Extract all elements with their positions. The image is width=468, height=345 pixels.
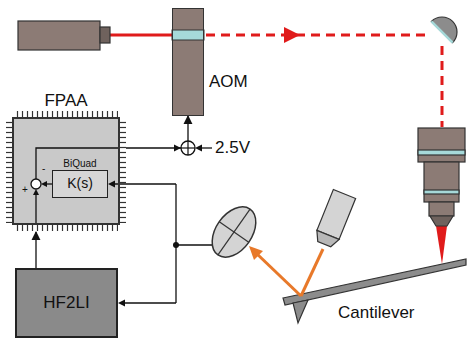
voltage-label: 2.5V [215,139,250,158]
part-name: Cantilever [338,304,415,323]
cantilever [283,259,466,323]
lock-in-amplifier: HF2LI [15,268,118,338]
node-text: FPAA [0,92,138,111]
node-text: HF2LI [43,294,89,313]
photodiode [203,199,265,266]
aom-box: AOM [172,8,204,116]
objective-lens [418,128,465,264]
summing-junction [31,179,41,189]
signal-wire [126,116,188,148]
detection-laser [313,190,355,249]
fpaa-chip: FPAABiQuadK(s) [12,117,120,225]
biquad-block: BiQuadK(s) [52,170,108,198]
aom-body [172,8,204,116]
detection-beam [256,249,323,296]
node-text: BiQuad [33,158,127,169]
sign-label: - [42,163,45,174]
summing-junction [181,141,195,155]
beam-arrowhead [249,246,263,260]
laser-beam [206,27,442,127]
node-text: K(s) [67,176,93,191]
chip-body [6,111,126,231]
sign-label: + [22,184,28,195]
node-text: AOM [209,73,248,92]
mirror [431,11,463,43]
signal-wire [35,232,36,268]
laser-source [18,21,172,50]
